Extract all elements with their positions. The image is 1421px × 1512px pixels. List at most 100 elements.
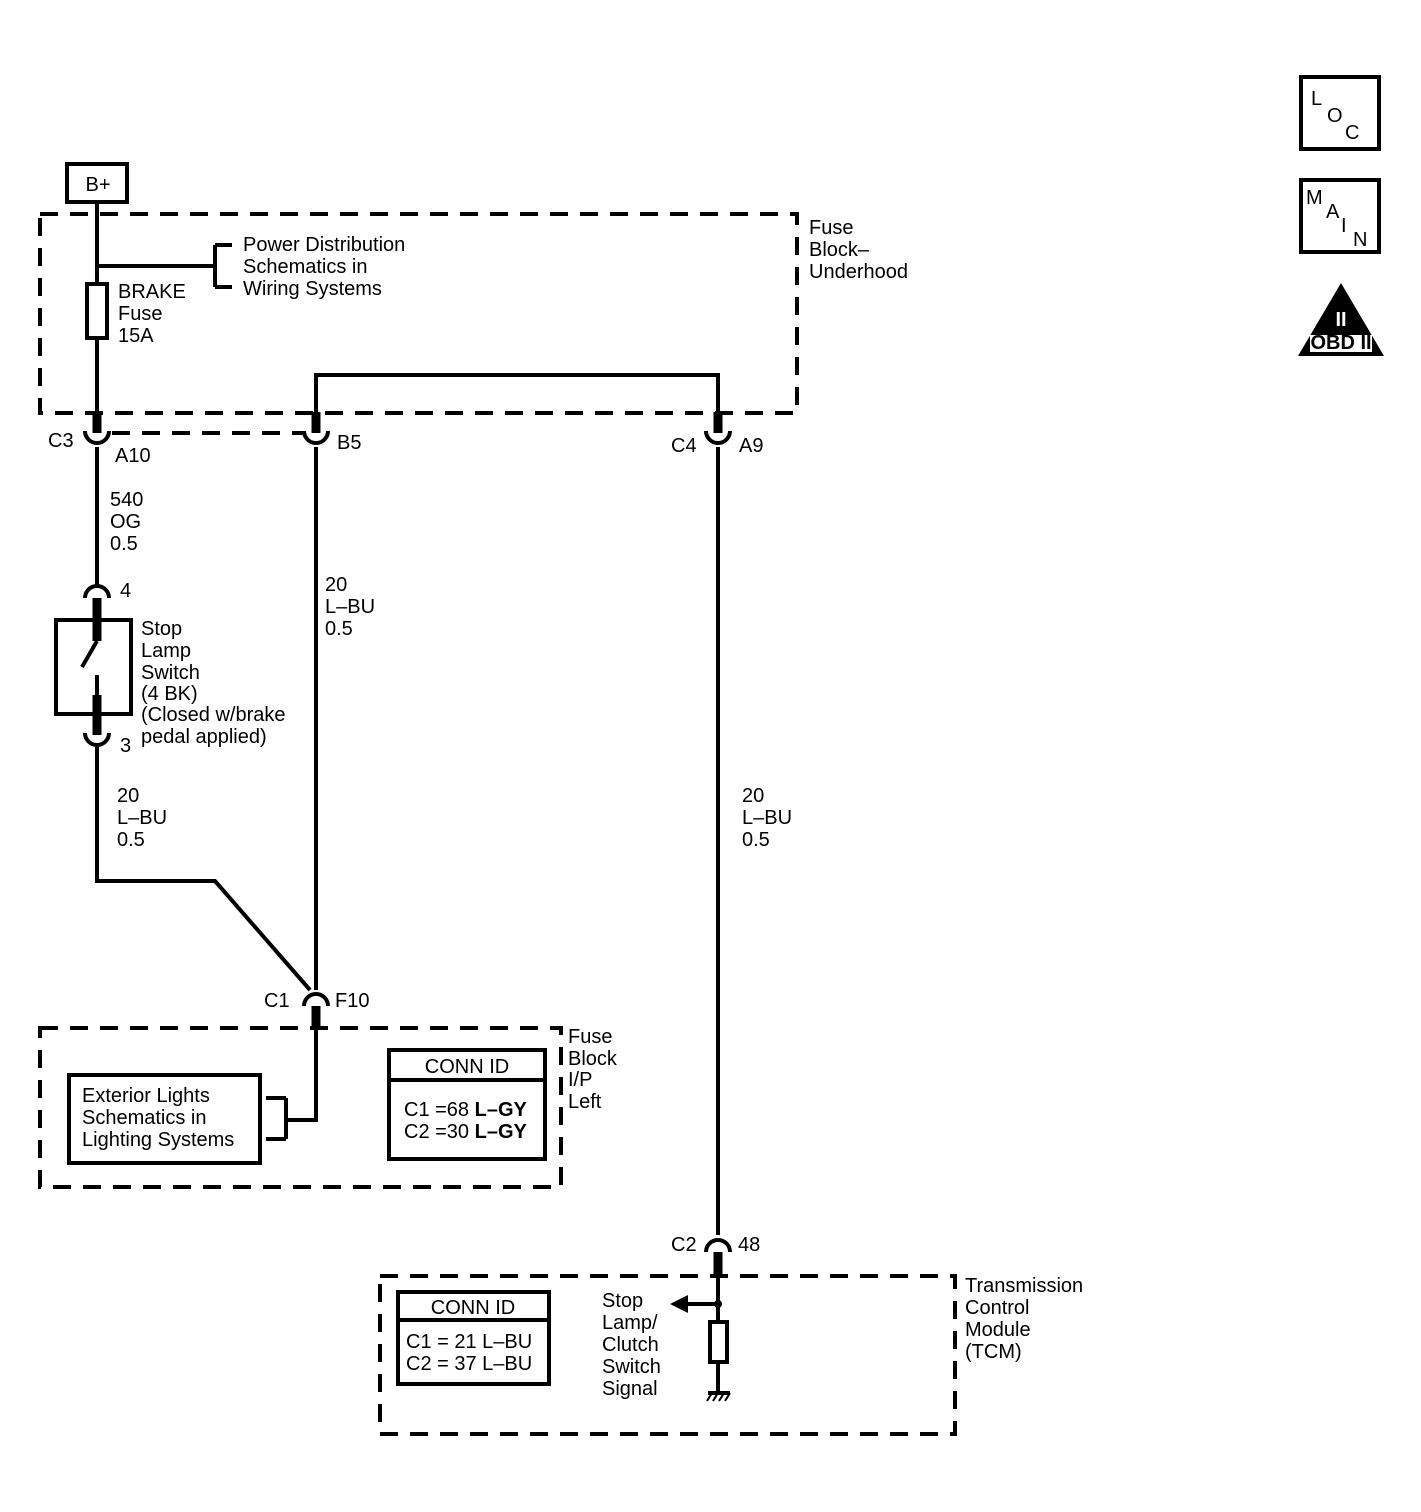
svg-text:Module: Module	[965, 1319, 1031, 1341]
exterior-lights-bracket	[266, 1028, 318, 1141]
pull-down-resistor	[708, 1320, 729, 1364]
svg-text:20: 20	[742, 785, 764, 807]
svg-text:Control: Control	[965, 1297, 1029, 1319]
svg-text:(Closed w/brake: (Closed w/brake	[141, 704, 286, 726]
pin-4-label: 4	[120, 580, 131, 602]
tcm-label: Transmission Control Module (TCM)	[965, 1275, 1083, 1363]
brake-fuse-symbol[interactable]	[85, 282, 109, 340]
svg-text:Lamp: Lamp	[141, 640, 191, 662]
connector-c1-label: C1	[264, 990, 290, 1012]
svg-text:Schematics in: Schematics in	[243, 256, 368, 278]
main-letter: A	[1326, 201, 1340, 223]
pin-3-label: 3	[120, 735, 131, 757]
loc-letter: C	[1345, 122, 1359, 144]
pin-48-label: 48	[738, 1234, 760, 1256]
tcm-outline	[378, 1274, 957, 1436]
pin-f10-label: F10	[335, 990, 369, 1012]
svg-text:Transmission: Transmission	[965, 1275, 1083, 1297]
svg-text:Fuse: Fuse	[118, 303, 162, 325]
wire-20-left-label: 20 L–BU 0.5	[117, 785, 167, 851]
connector-c4-label: C4	[671, 435, 697, 457]
svg-text:I/P: I/P	[568, 1069, 592, 1091]
stop-lamp-switch[interactable]	[54, 600, 133, 735]
power-distribution-reference[interactable]: Power Distribution Schematics in Wiring …	[243, 234, 405, 300]
svg-text:C2 =30 L–GY: C2 =30 L–GY	[404, 1121, 528, 1143]
connector-c2-48[interactable]	[704, 1238, 732, 1278]
svg-text:Fuse: Fuse	[809, 217, 853, 239]
battery-positive: B+	[65, 162, 129, 204]
svg-text:OG: OG	[110, 511, 141, 533]
svg-text:Underhood: Underhood	[809, 261, 908, 283]
svg-text:Power Distribution: Power Distribution	[243, 234, 405, 256]
svg-text:20: 20	[325, 574, 347, 596]
wire-540-label: 540 OG 0.5	[110, 489, 143, 555]
svg-text:Stop: Stop	[602, 1290, 643, 1312]
wire-20-mid-label: 20 L–BU 0.5	[325, 574, 375, 640]
svg-text:Wiring Systems: Wiring Systems	[243, 278, 382, 300]
connector-c3-a10[interactable]	[83, 412, 111, 445]
svg-text:0.5: 0.5	[110, 533, 138, 555]
brake-fuse-label: BRAKE Fuse 15A	[118, 281, 186, 347]
exterior-lights-reference[interactable]: Exterior Lights Schematics in Lighting S…	[67, 1073, 262, 1165]
wire-20-right-label: 20 L–BU 0.5	[742, 785, 792, 851]
svg-text:Exterior Lights: Exterior Lights	[82, 1085, 210, 1107]
power-dist-bracket	[97, 243, 232, 289]
svg-text:L–BU: L–BU	[117, 807, 167, 829]
connector-c3-label: C3	[48, 430, 74, 452]
svg-text:Clutch: Clutch	[602, 1334, 659, 1356]
pin-a9-label: A9	[739, 435, 763, 457]
svg-text:Block: Block	[568, 1048, 618, 1070]
svg-text:0.5: 0.5	[742, 829, 770, 851]
svg-text:CONN ID: CONN ID	[425, 1056, 509, 1078]
switch-connector-pin-3[interactable]	[83, 732, 111, 747]
main-badge[interactable]: M A I N	[1299, 178, 1381, 254]
svg-text:C1 = 21 L–BU: C1 = 21 L–BU	[406, 1331, 532, 1353]
svg-text:20: 20	[117, 785, 139, 807]
svg-text:0.5: 0.5	[117, 829, 145, 851]
fuse-block-underhood-outline	[38, 212, 799, 415]
svg-text:540: 540	[110, 489, 143, 511]
stop-lamp-clutch-signal-label: Stop Lamp/ Clutch Switch Signal	[602, 1290, 661, 1400]
svg-text:Fuse: Fuse	[568, 1026, 612, 1048]
svg-text:L–BU: L–BU	[325, 596, 375, 618]
loc-badge[interactable]: L O C	[1299, 75, 1381, 151]
wire-20-lbu-switch-output	[95, 747, 312, 992]
svg-text:Switch: Switch	[602, 1356, 661, 1378]
obd-label: OBD II	[1310, 332, 1371, 354]
svg-text:15A: 15A	[118, 325, 154, 347]
connector-c1-f10[interactable]	[302, 992, 330, 1030]
loc-letter: O	[1327, 105, 1343, 127]
svg-text:BRAKE: BRAKE	[118, 281, 186, 303]
obd-ii-badge[interactable]: II OBD II	[1298, 283, 1384, 356]
switch-connector-pin-4[interactable]	[83, 584, 111, 599]
svg-text:Left: Left	[568, 1091, 602, 1113]
pin-b5-label: B5	[337, 432, 361, 454]
svg-text:CONN ID: CONN ID	[431, 1297, 515, 1319]
signal-arrow-icon	[670, 1295, 688, 1313]
svg-text:Lighting Systems: Lighting Systems	[82, 1129, 234, 1151]
svg-text:pedal applied): pedal applied)	[141, 726, 267, 748]
fuse-block-underhood-label: Fuse Block– Underhood	[809, 217, 908, 283]
stop-lamp-switch-label: Stop Lamp Switch (4 BK) (Closed w/brake …	[141, 618, 286, 748]
svg-text:(TCM): (TCM)	[965, 1341, 1022, 1363]
pin-a10-label: A10	[115, 445, 151, 467]
conn-id-tcm-table: CONN ID C1 = 21 L–BU C2 = 37 L–BU	[396, 1290, 551, 1386]
svg-text:0.5: 0.5	[325, 618, 353, 640]
internal-bus-wire	[314, 373, 720, 420]
fuse-block-ip-outline	[38, 1026, 563, 1189]
connector-c4-a9[interactable]	[704, 412, 732, 445]
main-letter: M	[1306, 187, 1323, 209]
svg-text:L–BU: L–BU	[742, 807, 792, 829]
bplus-label: B+	[85, 174, 110, 196]
svg-text:Block–: Block–	[809, 239, 870, 261]
obd-numeral: II	[1335, 309, 1346, 331]
svg-text:Stop: Stop	[141, 618, 182, 640]
fuse-block-ip-label: Fuse Block I/P Left	[568, 1026, 618, 1113]
connector-b5[interactable]	[302, 412, 330, 445]
svg-text:(4 BK): (4 BK)	[141, 683, 198, 705]
main-letter: N	[1353, 229, 1367, 251]
svg-text:C1 =68 L–GY: C1 =68 L–GY	[404, 1099, 528, 1121]
connector-c2-label: C2	[671, 1234, 697, 1256]
conn-id-ip-table: CONN ID C1 =68 L–GY C2 =30 L–GY	[387, 1048, 547, 1161]
